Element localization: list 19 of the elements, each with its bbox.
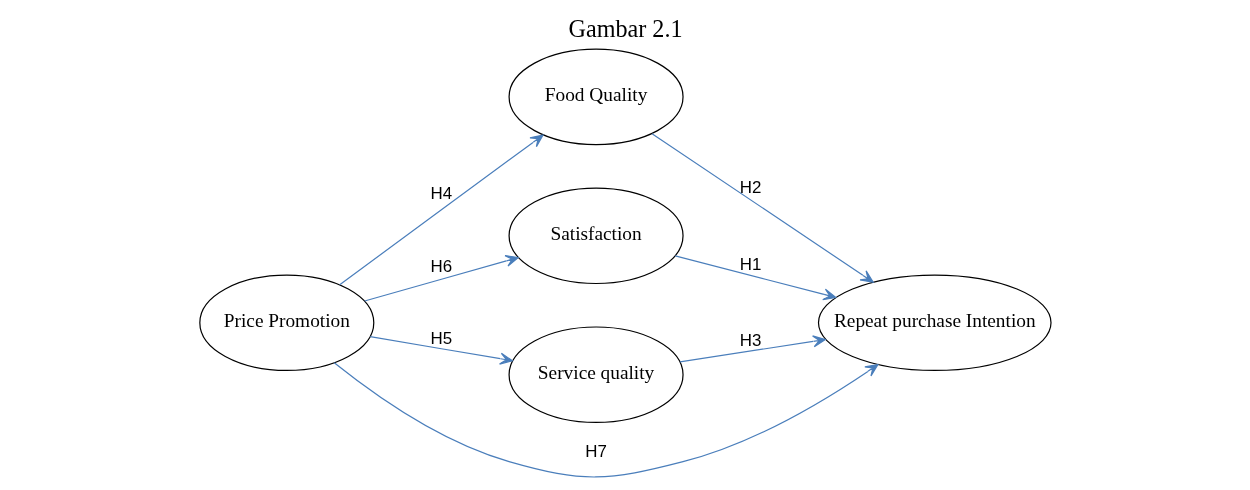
edge-label: H1 bbox=[739, 254, 761, 274]
edge-label: H4 bbox=[430, 183, 452, 203]
diagram-title: Gambar 2.1 bbox=[567, 15, 683, 43]
edge-label: H7 bbox=[584, 442, 607, 462]
arrow bbox=[369, 336, 513, 365]
arrow bbox=[333, 362, 878, 478]
arrow bbox=[678, 335, 826, 363]
arrow bbox=[363, 255, 519, 302]
edge-label: H6 bbox=[430, 257, 452, 277]
arrow bbox=[338, 134, 544, 286]
node-ellipse: Repeat purchase Intention bbox=[817, 274, 1052, 372]
edge-label: H5 bbox=[430, 328, 452, 348]
node-ellipse: Price Promotion bbox=[198, 274, 374, 372]
arrow bbox=[674, 255, 836, 301]
arrow bbox=[650, 133, 874, 283]
node-ellipse: Satisfaction bbox=[507, 187, 684, 285]
edge-label: H3 bbox=[739, 330, 761, 350]
edge-label: H2 bbox=[739, 177, 761, 197]
node-ellipse: Service quality bbox=[507, 326, 684, 424]
